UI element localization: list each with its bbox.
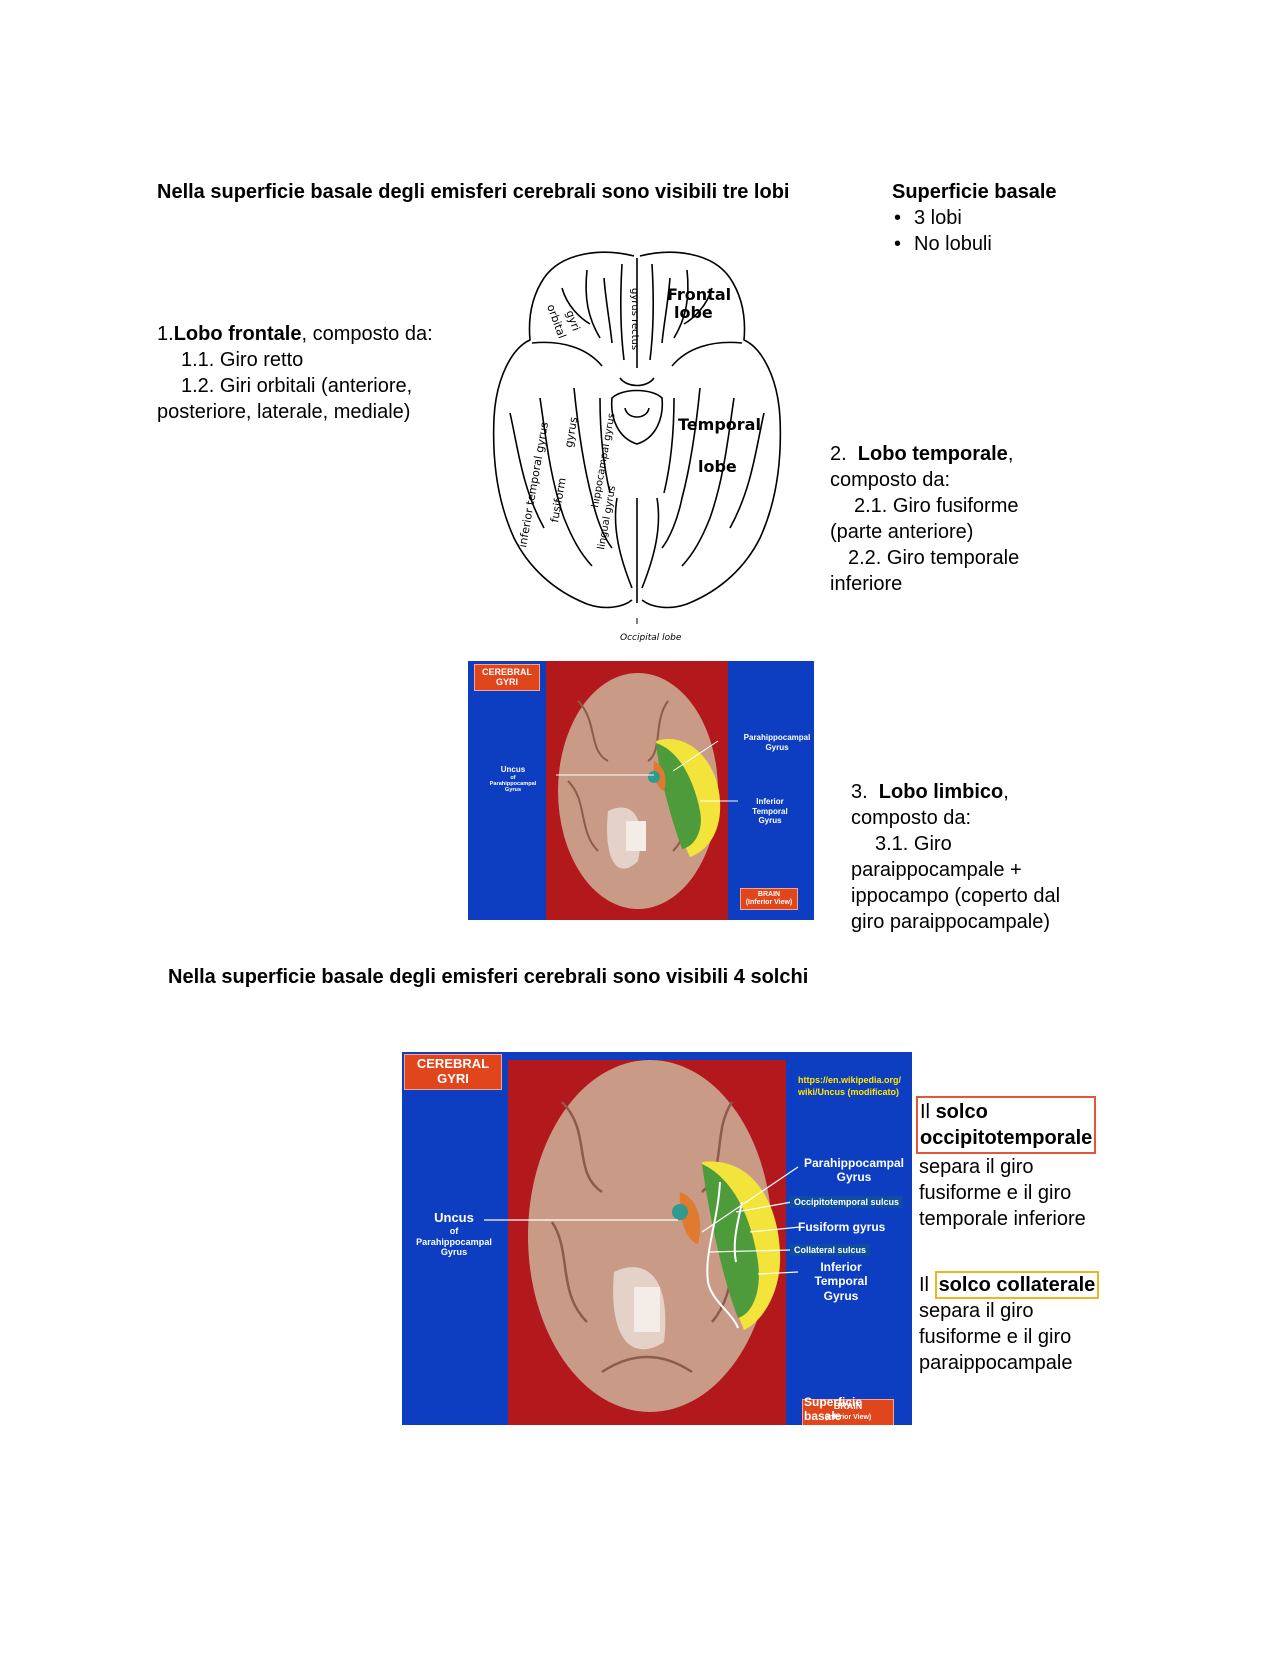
- collateral-highlight: solco collaterale: [934, 1271, 1100, 1299]
- label-orbital: orbital: [544, 303, 568, 341]
- brain-view-text: (Inferior View): [824, 1414, 872, 1422]
- limbic-composed: composto da:: [851, 807, 972, 829]
- side-summary-title: Superficie basale: [892, 181, 1057, 203]
- side-summary-list: 3 lobi No lobuli: [892, 205, 1057, 257]
- temporal-lobe-description: 2. Lobo temporale, composto da: 2.1. Gir…: [830, 441, 1060, 597]
- list-item: 3 lobi: [892, 205, 1057, 231]
- note-line: fusiforme e il giro: [919, 1182, 1072, 1204]
- label-gyrus-rectus: gyrus rectus: [629, 288, 640, 350]
- limbic-item-covered: giro paraippocampale): [851, 911, 1051, 933]
- parahippocampal-label: Parahippocampal Gyrus: [798, 1156, 910, 1185]
- list-item: No lobuli: [892, 231, 1057, 257]
- note-term: occipitotemporale: [920, 1127, 1093, 1149]
- occipitotemporal-sulcus-label: Occipitotemporal sulcus: [790, 1196, 904, 1208]
- overlay-text: Superficie basale: [804, 1395, 863, 1423]
- limbic-lobe-description: 3. Lobo limbico, composto da: 3.1. Giro …: [851, 779, 1101, 935]
- label-temporal-lobe: lobe: [698, 457, 737, 476]
- collateral-sulcus-note: Il solco collaterale separa il giro fusi…: [919, 1271, 1139, 1376]
- item-number: 1.: [157, 323, 174, 345]
- note-line: fusiforme e il giro: [919, 1326, 1072, 1348]
- fusiform-gyrus-label: Fusiform gyrus: [798, 1220, 886, 1234]
- uncus-label: Uncus of Parahippocampal Gyrus: [480, 765, 546, 794]
- cerebral-gyri-tag: CEREBRAL GYRI: [474, 664, 540, 691]
- label-frontal: Frontal: [667, 285, 731, 304]
- label-inferior-temporal: inferior temporal gyrus: [516, 421, 551, 549]
- item-text: ,: [1003, 781, 1009, 803]
- item-number: 2.: [830, 443, 858, 465]
- source-url[interactable]: https://en.wikipedia.org/ wiki/Uncus (mo…: [798, 1074, 910, 1098]
- temporal-composed: composto da:: [830, 469, 951, 491]
- section-heading-lobes: Nella superficie basale degli emisferi c…: [157, 181, 790, 203]
- brain-photo-2: CEREBRAL GYRI https://en.wikipedia.org/ …: [402, 1052, 912, 1425]
- uncus-label: Uncus of Parahippocampal Gyrus: [406, 1210, 502, 1258]
- frontal-lobe-term: Lobo frontale: [173, 323, 302, 345]
- inferior-temporal-text: Inferior Temporal Gyrus: [814, 1260, 868, 1303]
- uncus-gyrus-text: Parahippocampal Gyrus: [416, 1236, 492, 1258]
- temporal-lobe-term: Lobo temporale: [857, 443, 1008, 465]
- tag-text: CEREBRAL GYRI: [416, 1056, 490, 1086]
- note-line: paraippocampale: [919, 1352, 1073, 1374]
- temporal-item-inferior: 2.2. Giro temporale: [848, 547, 1020, 569]
- inferior-temporal-label: Inferior Temporal Gyrus: [798, 1260, 884, 1303]
- occipitotemporal-highlight: Il solco occipitotemporale: [916, 1096, 1097, 1154]
- brain-photo-1-illustration: [556, 673, 738, 909]
- note-line: temporale inferiore: [919, 1208, 1086, 1230]
- uncus-of-text: of: [449, 1225, 459, 1236]
- note-line: separa il giro: [919, 1300, 1034, 1322]
- parahippocampal-label: Parahippocampal Gyrus: [740, 733, 814, 752]
- label-temporal: Temporal: [678, 415, 761, 434]
- occipitotemporal-sulcus-note: Il solco occipitotemporale separa il gir…: [916, 1096, 1139, 1232]
- brain-view-text: BRAIN (Inferior View): [745, 891, 793, 907]
- tag-text: CEREBRAL GYRI: [481, 667, 532, 688]
- label-fusiform-gyrus: gyrus: [562, 416, 580, 449]
- brain-photo-2-illustration: [484, 1060, 801, 1412]
- note-term: solco: [935, 1101, 988, 1123]
- temporal-item-inferior-cont: inferiore: [830, 573, 903, 595]
- uncus-of-text: of: [510, 774, 516, 781]
- brain-view-text: BRAIN: [833, 1401, 863, 1411]
- side-summary: Superficie basale 3 lobi No lobuli: [892, 181, 1057, 257]
- inferior-temporal-label: Inferior Temporal Gyrus: [740, 797, 800, 826]
- uncus-text: Uncus: [434, 1210, 474, 1225]
- collateral-sulcus-label: Collateral sulcus: [790, 1244, 871, 1256]
- overlay-superficie-basale: Superficie basale: [804, 1395, 874, 1423]
- brain-photo-1: CEREBRAL GYRI Uncus of Parahippocampal G…: [468, 661, 814, 920]
- item-text: ,: [1007, 443, 1014, 465]
- note-prefix: Il: [920, 1101, 936, 1123]
- brain-view-tag: BRAIN (Inferior View): [740, 888, 798, 911]
- cerebral-gyri-tag: CEREBRAL GYRI: [404, 1054, 502, 1090]
- note-prefix: Il: [919, 1274, 935, 1296]
- frontal-lobe-description: 1.Lobo frontale, composto da: 1.1. Giro …: [157, 321, 477, 425]
- temporal-item-fusiform: 2.1. Giro fusiforme: [854, 495, 1019, 517]
- note-term: solco collaterale: [938, 1274, 1096, 1296]
- frontal-item-orbital-gyri: 1.2. Giri orbitali (anteriore,: [181, 375, 413, 397]
- brain-view-tag: BRAIN (Inferior View): [802, 1399, 894, 1425]
- limbic-item-giro: 3.1. Giro: [875, 833, 952, 855]
- inferior-temporal-text: Inferior Temporal Gyrus: [752, 797, 788, 826]
- item-number: 3.: [851, 781, 879, 803]
- section-heading-sulci: Nella superficie basale degli emisferi c…: [168, 966, 809, 988]
- uncus-text: Uncus: [500, 765, 526, 774]
- note-line: separa il giro: [919, 1156, 1034, 1178]
- label-occipital: Occipital lobe: [620, 633, 682, 643]
- parahippocampal-text: Parahippocampal Gyrus: [803, 1156, 905, 1185]
- limbic-lobe-term: Lobo limbico: [878, 781, 1004, 803]
- parahippocampal-text: Parahippocampal Gyrus: [743, 733, 811, 752]
- label-frontal-lobe: lobe: [674, 303, 713, 322]
- limbic-item-parahippocampal: paraippocampale +: [851, 859, 1022, 881]
- item-text: , composto da:: [301, 323, 433, 345]
- limbic-item-hippocampus: ippocampo (coperto dal: [851, 885, 1061, 907]
- brain-sketch-figure: orbital gyri gyrus rectus Frontal lobe T…: [492, 251, 782, 643]
- label-fusiform: fusiform: [548, 477, 569, 524]
- frontal-item-gyrus-rectus: 1.1. Giro retto: [181, 349, 304, 371]
- frontal-item-orbital-gyri-cont: posteriore, laterale, mediale): [157, 401, 411, 423]
- uncus-gyrus-text: Parahippocampal Gyrus: [489, 780, 537, 794]
- source-url-text: https://en.wikipedia.org/ wiki/Uncus (mo…: [798, 1075, 902, 1097]
- temporal-item-fusiform-cont: (parte anteriore): [830, 521, 974, 543]
